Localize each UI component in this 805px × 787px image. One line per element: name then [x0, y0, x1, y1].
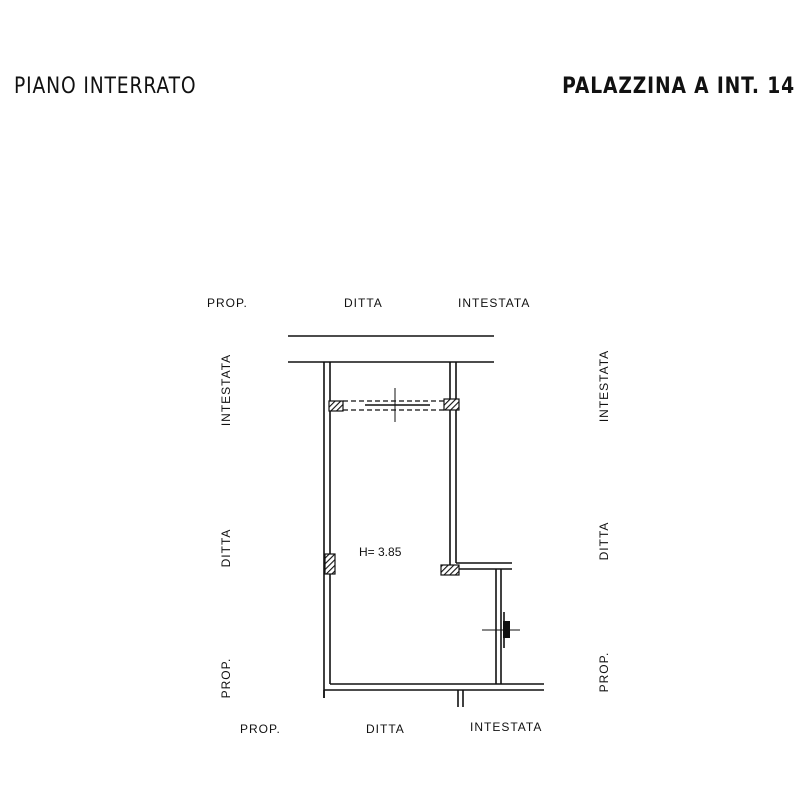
- left-wall-pillar: [324, 553, 336, 575]
- top-label-prop: PROP.: [207, 296, 248, 310]
- walls: [288, 335, 544, 707]
- bottom-label-prop: PROP.: [240, 722, 281, 736]
- building-unit-title: PALAZZINA A INT. 14: [562, 74, 795, 99]
- room-height-label: H= 3.85: [359, 545, 402, 559]
- side-door-leaf: [503, 621, 510, 638]
- top-opening-left-pillar: [328, 400, 344, 412]
- bottom-label-ditta: DITTA: [366, 722, 405, 736]
- step-wall-pillar: [440, 564, 460, 576]
- top-opening-right-pillar: [443, 398, 460, 411]
- side-door: [482, 612, 520, 648]
- floor-title: PIANO INTERRATO: [14, 74, 197, 99]
- bottom-label-intestata: INTESTATA: [470, 720, 543, 734]
- top-label-ditta: DITTA: [344, 296, 383, 310]
- top-label-intestata: INTESTATA: [458, 296, 531, 310]
- top-opening: [328, 388, 460, 422]
